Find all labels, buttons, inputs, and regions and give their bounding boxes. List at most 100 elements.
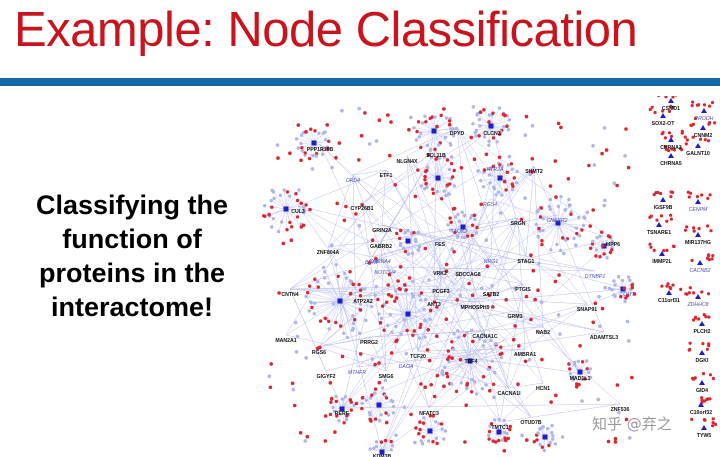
- network-edge: [437, 177, 450, 195]
- network-node: [443, 365, 447, 370]
- network-node: [511, 184, 515, 189]
- gene-marker: [697, 260, 703, 265]
- network-edge: [433, 120, 450, 132]
- network-node: [463, 440, 467, 444]
- network-node: [684, 142, 688, 146]
- network-edge: [339, 271, 351, 302]
- network-node: [694, 316, 698, 320]
- network-edge: [437, 157, 445, 179]
- network-edge: [339, 300, 344, 334]
- network-node: [663, 136, 667, 140]
- network-node: [278, 193, 283, 197]
- network-edge: [339, 280, 351, 302]
- network-edge: [407, 313, 414, 336]
- network-node: [384, 411, 388, 415]
- network-node: [311, 153, 315, 158]
- network-node: [616, 274, 621, 279]
- network-node: [370, 393, 374, 397]
- network-node: [707, 122, 711, 126]
- network-node: [445, 183, 450, 187]
- network-node: [302, 211, 306, 215]
- network-node: [546, 426, 550, 431]
- network-node: [422, 307, 426, 311]
- network-edge: [557, 217, 579, 224]
- network-node: [407, 127, 411, 132]
- network-node: [387, 292, 391, 297]
- network-node: [433, 115, 437, 119]
- network-node: [657, 96, 661, 98]
- network-edge: [557, 222, 577, 229]
- gene-label: RGS4: [483, 202, 497, 208]
- gene-marker: [699, 350, 705, 355]
- network-node: [387, 272, 392, 277]
- network-node: [394, 289, 398, 293]
- network-node: [451, 127, 455, 131]
- network-node: [574, 226, 579, 230]
- network-node: [377, 312, 381, 316]
- network-node: [276, 229, 281, 234]
- network-node: [474, 134, 478, 138]
- network-node: [497, 190, 501, 194]
- network-node: [509, 162, 514, 166]
- network-node: [610, 239, 614, 244]
- network-node: [292, 403, 297, 408]
- network-node: [491, 305, 495, 309]
- network-node: [482, 135, 487, 139]
- network-node: [567, 204, 572, 208]
- network-node: [409, 115, 413, 120]
- network-node: [410, 251, 415, 255]
- network-node: [572, 236, 576, 241]
- network-node: [592, 163, 597, 167]
- network-node: [446, 375, 450, 379]
- subtitle-line: interactome!: [50, 292, 214, 322]
- network-node: [310, 305, 314, 310]
- network-node: [358, 308, 363, 312]
- network-edge: [429, 415, 434, 432]
- network-node: [403, 231, 407, 235]
- network-node: [419, 439, 423, 443]
- network-edge: [495, 177, 501, 195]
- network-node: [480, 387, 484, 391]
- network-edge: [557, 196, 562, 224]
- network-node: [630, 375, 634, 380]
- network-node: [680, 129, 684, 133]
- network-edge: [297, 169, 387, 207]
- network-node: [524, 294, 529, 299]
- network-node: [456, 329, 460, 333]
- gene-label: RERE: [335, 411, 350, 417]
- network-node: [649, 214, 653, 218]
- network-node: [416, 230, 421, 235]
- network-node: [534, 222, 538, 227]
- network-node: [467, 281, 471, 286]
- network-node: [687, 195, 691, 199]
- network-edge: [557, 222, 561, 251]
- network-node: [390, 330, 394, 334]
- network-edge: [362, 403, 380, 406]
- network-node: [419, 298, 423, 302]
- network-node: [541, 425, 545, 429]
- network-node: [520, 433, 524, 438]
- network-edge: [428, 163, 496, 409]
- network-node: [714, 422, 718, 426]
- network-node: [442, 437, 446, 441]
- network-node: [432, 300, 437, 304]
- network-node: [530, 157, 535, 161]
- gene-label: CNNM2: [694, 133, 713, 139]
- network-edge: [352, 174, 358, 368]
- network-node: [689, 123, 693, 127]
- gene-marker: [660, 197, 666, 202]
- network-node: [493, 370, 497, 375]
- network-node: [420, 442, 425, 446]
- network-node: [421, 121, 425, 125]
- network-node: [388, 312, 392, 317]
- network-node: [459, 381, 463, 385]
- network-node: [385, 323, 390, 328]
- gene-label: CHRNA3: [660, 145, 682, 151]
- network-node: [372, 391, 377, 395]
- network-node: [471, 105, 476, 109]
- network-node: [671, 283, 675, 287]
- network-edge: [339, 290, 361, 302]
- gene-marker: [701, 425, 707, 430]
- network-node: [439, 113, 443, 118]
- network-node: [374, 444, 378, 449]
